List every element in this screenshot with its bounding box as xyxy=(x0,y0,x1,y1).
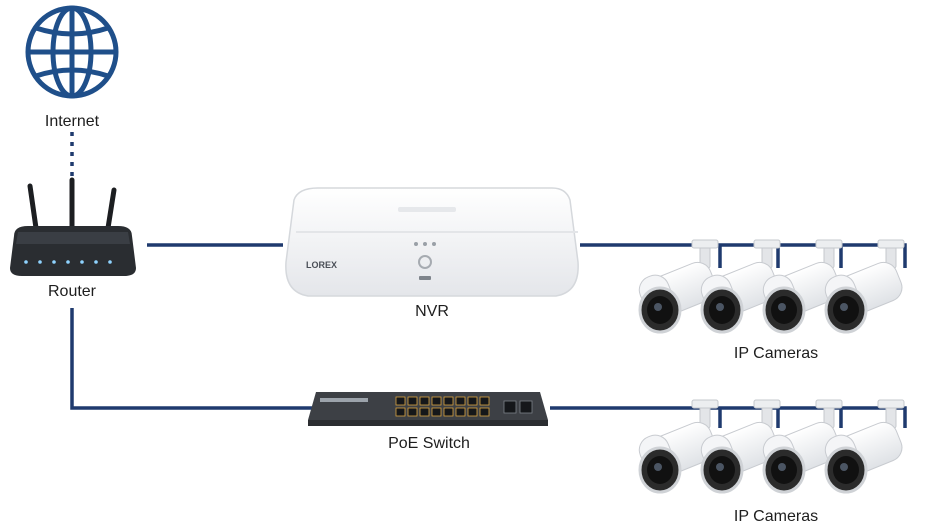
link-nvr-cameras-top xyxy=(580,243,907,268)
poe-switch-label: PoE Switch xyxy=(388,435,470,452)
router-label: Router xyxy=(47,283,97,300)
globe-icon xyxy=(25,5,119,99)
link-router-switch xyxy=(70,308,312,410)
poe-switch-icon xyxy=(308,392,548,426)
internet-label: Internet xyxy=(44,113,100,130)
ip-cameras-bottom-label: IP Cameras xyxy=(733,508,819,525)
ip-camera-group-bottom xyxy=(633,398,910,494)
link-switch-cameras-bottom xyxy=(550,406,907,428)
nvr-label: NVR xyxy=(415,303,449,320)
nvr-icon: LOREX xyxy=(285,187,579,297)
nvr-brand-text: LOREX xyxy=(306,260,337,270)
ip-camera-group-top xyxy=(633,238,910,334)
router-icon xyxy=(10,177,136,276)
ip-cameras-top-label: IP Cameras xyxy=(733,345,819,362)
